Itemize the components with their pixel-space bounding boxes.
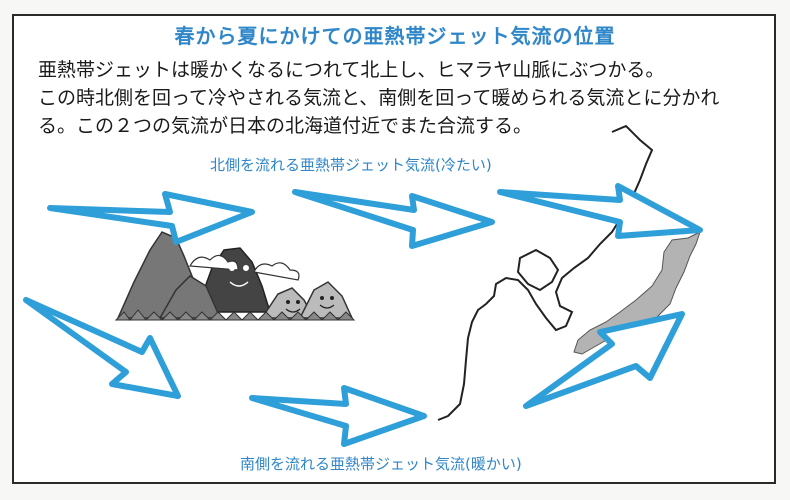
mountain-face-small	[285, 300, 301, 313]
cloud-left	[189, 254, 239, 271]
south-arrow-3	[523, 311, 685, 409]
north-arrow-1	[47, 191, 255, 245]
description-line-3: る。この２つの気流が日本の北海道付近でまた合流する。	[38, 115, 533, 137]
himalaya-mountains	[114, 231, 356, 321]
south-jet-arrows	[23, 297, 685, 447]
north-flow-label: 北側を流れる亜熱帯ジェット気流(冷たい)	[210, 156, 492, 174]
mountain-face-right	[319, 296, 335, 309]
diagram-title: 春から夏にかけての亜熱帯ジェット気流の位置	[174, 24, 616, 48]
cloud-right	[253, 262, 300, 281]
mountain-face-large	[229, 265, 249, 287]
grass-base	[114, 309, 356, 321]
description-line-2: この時北側を回って冷やされる気流と、南側を回って暖められる気流とに分かれ	[38, 87, 720, 109]
south-flow-label: 南側を流れる亜熱帯ジェット気流(暖かい)	[240, 455, 522, 473]
mountain-small-right	[298, 281, 354, 319]
north-arrow-3	[497, 183, 703, 239]
description-line-1: 亜熱帯ジェットは暖かくなるにつれて北上し、ヒマラヤ山脈にぶつかる。	[38, 59, 665, 81]
north-arrow-2	[292, 189, 495, 249]
south-arrow-2	[249, 385, 427, 447]
description-text: 亜熱帯ジェットは暖かくなるにつれて北上し、ヒマラヤ山脈にぶつかる。 この時北側を…	[38, 56, 768, 140]
korea-peninsula	[516, 248, 560, 292]
south-arrow-1	[23, 297, 181, 399]
north-jet-arrows	[47, 183, 703, 249]
korea-coastline	[437, 124, 654, 421]
